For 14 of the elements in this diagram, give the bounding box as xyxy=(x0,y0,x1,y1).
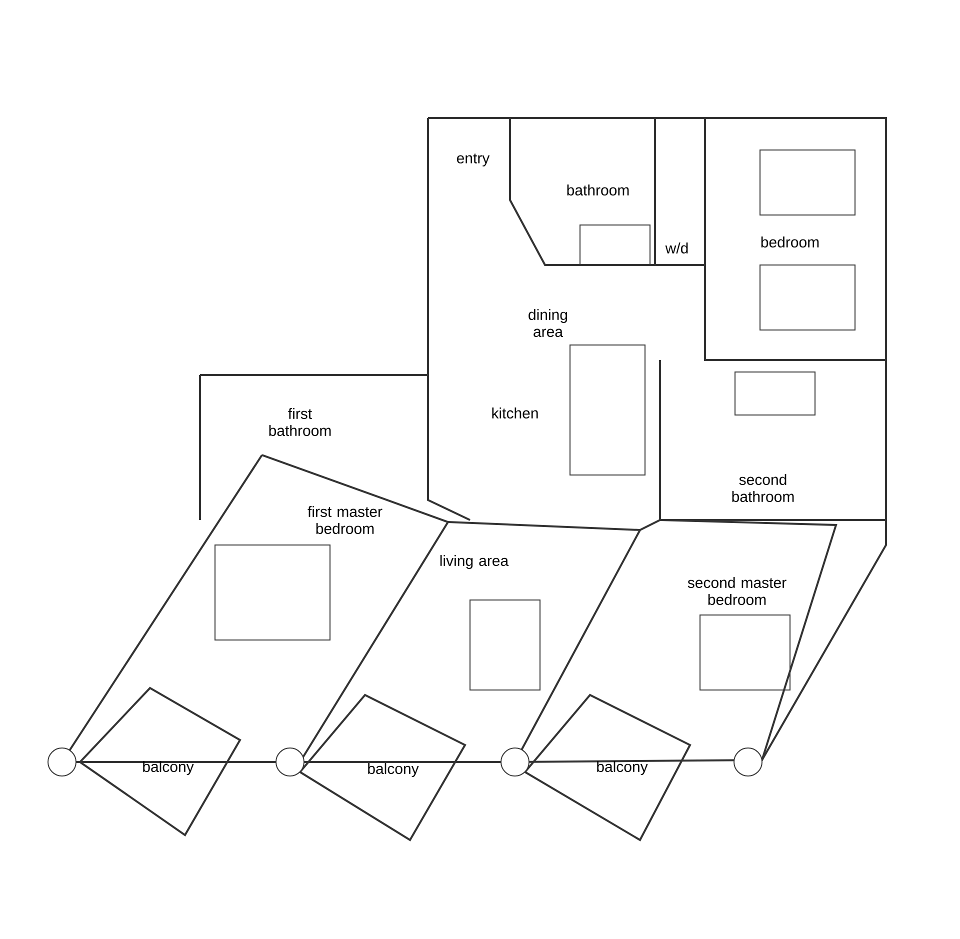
room-label: kitchen xyxy=(492,408,538,418)
room-label: bedroom xyxy=(761,236,819,248)
room-label: w/d xyxy=(665,242,688,254)
room-label: bathroom xyxy=(567,184,629,196)
room-label: second bathroom xyxy=(732,474,794,502)
room-label: dining area xyxy=(528,309,568,337)
room-label: second master bedroom xyxy=(688,577,786,605)
room-label: balcony xyxy=(368,763,419,777)
room-label: entry xyxy=(456,154,490,166)
room-label: balcony xyxy=(597,761,648,775)
room-label: balcony xyxy=(143,761,194,775)
room-label: living area xyxy=(440,555,509,569)
room-label: first master bedroom xyxy=(308,506,382,534)
room-label: first bathroom xyxy=(269,408,331,436)
